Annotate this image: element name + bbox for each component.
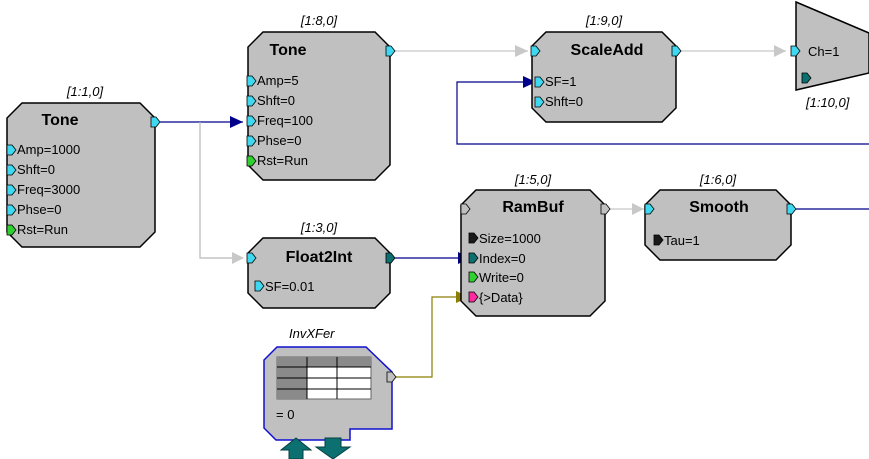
dac-control-port[interactable] xyxy=(801,72,812,84)
invxfer-value: = 0 xyxy=(276,407,295,422)
port-amp-input[interactable] xyxy=(246,75,257,87)
port-freq-input[interactable] xyxy=(6,184,17,196)
port-shft-input[interactable] xyxy=(6,164,17,176)
wire-arrowhead xyxy=(230,116,243,128)
wire-invxfer-to-rambuf-data[interactable] xyxy=(396,296,469,378)
smooth-input-port[interactable] xyxy=(644,203,655,215)
invxfer-block[interactable] xyxy=(263,346,393,459)
port-shft-input[interactable] xyxy=(534,96,545,108)
rambuf-input-port[interactable] xyxy=(460,203,471,215)
tone1-title: Tone xyxy=(41,112,79,129)
param-rst: Rst=Run xyxy=(17,222,68,237)
param-data: {>Data} xyxy=(479,290,523,305)
down-arrow-icon[interactable] xyxy=(314,437,352,459)
port-freq-input[interactable] xyxy=(246,115,257,127)
param-freq: Freq=100 xyxy=(257,113,314,128)
param-index: Index=0 xyxy=(479,251,526,266)
param-sf: SF=1 xyxy=(545,74,577,89)
invxfer-label: InvXFer xyxy=(289,326,335,341)
port-sf-input[interactable] xyxy=(534,76,545,88)
port-shft-input[interactable] xyxy=(246,95,257,107)
param-rst: Rst=Run xyxy=(257,153,308,168)
smooth-coord-label: [1:6,0] xyxy=(699,172,737,187)
rambuf-output-port[interactable] xyxy=(600,203,611,215)
param-write: Write=0 xyxy=(479,270,524,285)
smooth-output-port[interactable] xyxy=(786,203,797,215)
smooth-title: Smooth xyxy=(689,199,749,216)
port-data-input[interactable] xyxy=(468,291,479,303)
param-phse: Phse=0 xyxy=(17,202,62,217)
param-tau: Tau=1 xyxy=(664,233,700,248)
tone1-output-port[interactable] xyxy=(150,116,161,128)
port-phse-input[interactable] xyxy=(6,204,17,216)
tone2-title: Tone xyxy=(269,42,307,59)
rambuf-title: RamBuf xyxy=(502,199,564,216)
wire-arrowhead xyxy=(774,45,786,57)
param-phse: Phse=0 xyxy=(257,133,302,148)
param-shft: Shft=0 xyxy=(17,162,55,177)
invxfer-output-port[interactable] xyxy=(386,371,397,383)
float2int-input-port[interactable] xyxy=(246,252,257,264)
scaleadd-output-port[interactable] xyxy=(671,45,682,57)
dac-coord-label: [1:10,0] xyxy=(806,95,850,110)
wire-feedback-to-scaleadd-sf[interactable] xyxy=(456,81,869,145)
port-write-input[interactable] xyxy=(468,271,479,283)
dac-input-port[interactable] xyxy=(790,45,801,57)
rambuf-coord-label: [1:5,0] xyxy=(514,172,552,187)
wire-arrowhead xyxy=(632,203,644,215)
port-amp-input[interactable] xyxy=(6,144,17,156)
float2int-title: Float2Int xyxy=(285,249,353,266)
port-rst-input[interactable] xyxy=(246,155,257,167)
dac-channel-label: Ch=1 xyxy=(808,44,840,59)
tone2-coord-label: [1:8,0] xyxy=(300,13,338,28)
scaleadd-block[interactable] xyxy=(531,31,677,123)
port-index-input[interactable] xyxy=(468,252,479,264)
scaleadd-coord-label: [1:9,0] xyxy=(585,13,623,28)
wire-arrowhead xyxy=(515,45,528,57)
wire-tone1-to-float2int[interactable] xyxy=(199,122,243,259)
param-sf: SF=0.01 xyxy=(265,279,315,294)
float2int-output-port[interactable] xyxy=(385,252,396,264)
wire-arrowhead xyxy=(232,252,244,264)
smooth-block[interactable] xyxy=(644,189,792,261)
param-amp: Amp=5 xyxy=(257,73,299,88)
param-amp: Amp=1000 xyxy=(17,142,81,157)
wire-arrowhead xyxy=(523,76,536,88)
scaleadd-title: ScaleAdd xyxy=(570,42,644,59)
dac-block[interactable] xyxy=(795,0,869,91)
tone1-block[interactable] xyxy=(6,102,156,248)
rambuf-block[interactable] xyxy=(460,189,606,317)
port-phse-input[interactable] xyxy=(246,135,257,147)
tone1-coord-label: [1:1,0] xyxy=(66,84,104,99)
port-sf-input[interactable] xyxy=(254,280,265,292)
param-shft: Shft=0 xyxy=(257,93,295,108)
float2int-coord-label: [1:3,0] xyxy=(300,220,338,235)
port-size-input[interactable] xyxy=(468,232,479,244)
scaleadd-input-port[interactable] xyxy=(530,45,541,57)
param-freq: Freq=3000 xyxy=(17,182,81,197)
tone2-output-port[interactable] xyxy=(385,45,396,57)
float2int-block[interactable] xyxy=(247,237,391,309)
param-size: Size=1000 xyxy=(479,231,541,246)
up-arrow-icon[interactable] xyxy=(279,437,313,459)
param-shft: Shft=0 xyxy=(545,94,583,109)
port-rst-input[interactable] xyxy=(6,224,17,236)
port-tau-input[interactable] xyxy=(653,234,664,246)
